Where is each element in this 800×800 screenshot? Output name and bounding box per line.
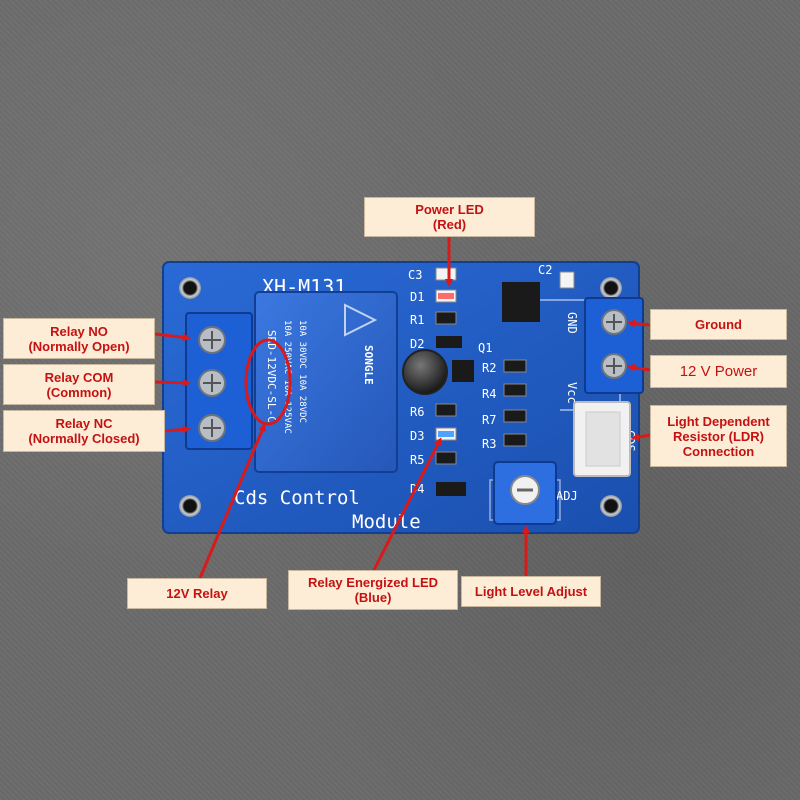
board-title-line1: Cds Control	[234, 487, 360, 509]
silk-r4: R4	[482, 387, 496, 401]
relay-marking-1: SRD-12VDC-SL-C	[265, 330, 278, 423]
label-relay-led-line1: Relay Energized LED	[307, 575, 439, 590]
label-relay-no-line2: (Normally Open)	[28, 338, 130, 354]
label-ldr-line2: Resistor (LDR)	[672, 428, 764, 444]
label-ldr: Light Dependent Resistor (LDR) Connectio…	[650, 405, 787, 467]
relay-marking-2: 10A 250VAC 10A 125VAC	[282, 320, 292, 434]
silk-r2: R2	[482, 361, 496, 375]
smd-components	[435, 267, 575, 496]
label-ldr-line1: Light Dependent	[667, 413, 770, 429]
relay: SRD-12VDC-SL-C 10A 250VAC 10A 125VAC 10A…	[254, 291, 398, 473]
silk-d1: D1	[410, 290, 424, 304]
silk-adj: ADJ	[556, 489, 578, 503]
label-power-led: Power LED (Red)	[364, 197, 535, 237]
mount-hole-icon	[600, 277, 622, 299]
mount-hole-icon	[600, 495, 622, 517]
label-12v-relay-line1: 12V Relay	[166, 586, 228, 601]
silk-r6: R6	[410, 405, 424, 419]
terminal-block-left	[185, 312, 253, 450]
silk-gnd: GND	[565, 312, 579, 334]
label-power-led-line2: (Red)	[432, 217, 467, 232]
potentiometer	[493, 461, 557, 525]
label-relay-com-line1: Relay COM	[44, 369, 114, 385]
silk-vcc: Vcc	[565, 382, 579, 404]
silk-r5: R5	[410, 453, 424, 467]
label-light-adjust-line1: Light Level Adjust	[474, 584, 588, 599]
label-ground-line1: Ground	[695, 317, 742, 332]
label-relay-no: Relay NO (Normally Open)	[3, 318, 155, 359]
board-title-line2: Module	[352, 511, 421, 533]
silk-r3: R3	[482, 437, 496, 451]
mount-hole-icon	[179, 277, 201, 299]
relay-highlight-circle	[244, 338, 292, 426]
capacitor-icon	[402, 349, 448, 395]
label-12v-relay: 12V Relay	[127, 578, 267, 609]
label-ldr-line3: Connection	[682, 443, 755, 459]
label-relay-led: Relay Energized LED (Blue)	[288, 570, 458, 610]
ic-chip-icon	[502, 282, 540, 322]
label-12v-power: 12 V Power	[650, 355, 787, 388]
terminal-block-right	[584, 297, 644, 394]
silk-q1: Q1	[478, 341, 492, 355]
silk-r1: R1	[410, 313, 424, 327]
relay-marking-3: 10A 30VDC 10A 28VDC	[297, 320, 307, 423]
label-ground: Ground	[650, 309, 787, 340]
mount-hole-icon	[179, 495, 201, 517]
label-relay-nc-line1: Relay NC	[55, 416, 113, 431]
label-12v-power-line1: 12 V Power	[679, 363, 758, 380]
label-relay-led-line2: (Blue)	[354, 590, 392, 605]
label-power-led-line1: Power LED	[415, 202, 484, 217]
silk-r7: R7	[482, 413, 496, 427]
silk-d3: D3	[410, 429, 424, 443]
label-relay-no-line1: Relay NO	[50, 323, 108, 339]
relay-brand: SONGLE	[362, 345, 375, 385]
brand-logo-icon	[344, 303, 378, 337]
label-light-adjust: Light Level Adjust	[461, 576, 601, 607]
silk-c2: C2	[538, 263, 552, 277]
label-relay-com: Relay COM (Common)	[3, 364, 155, 405]
annotation-arrows	[154, 236, 651, 579]
silk-c3: C3	[408, 268, 422, 282]
label-relay-com-line2: (Common)	[46, 384, 112, 400]
label-relay-nc-line2: (Normally Closed)	[28, 431, 140, 446]
silk-d2: D2	[410, 337, 424, 351]
label-relay-nc: Relay NC (Normally Closed)	[3, 410, 165, 452]
